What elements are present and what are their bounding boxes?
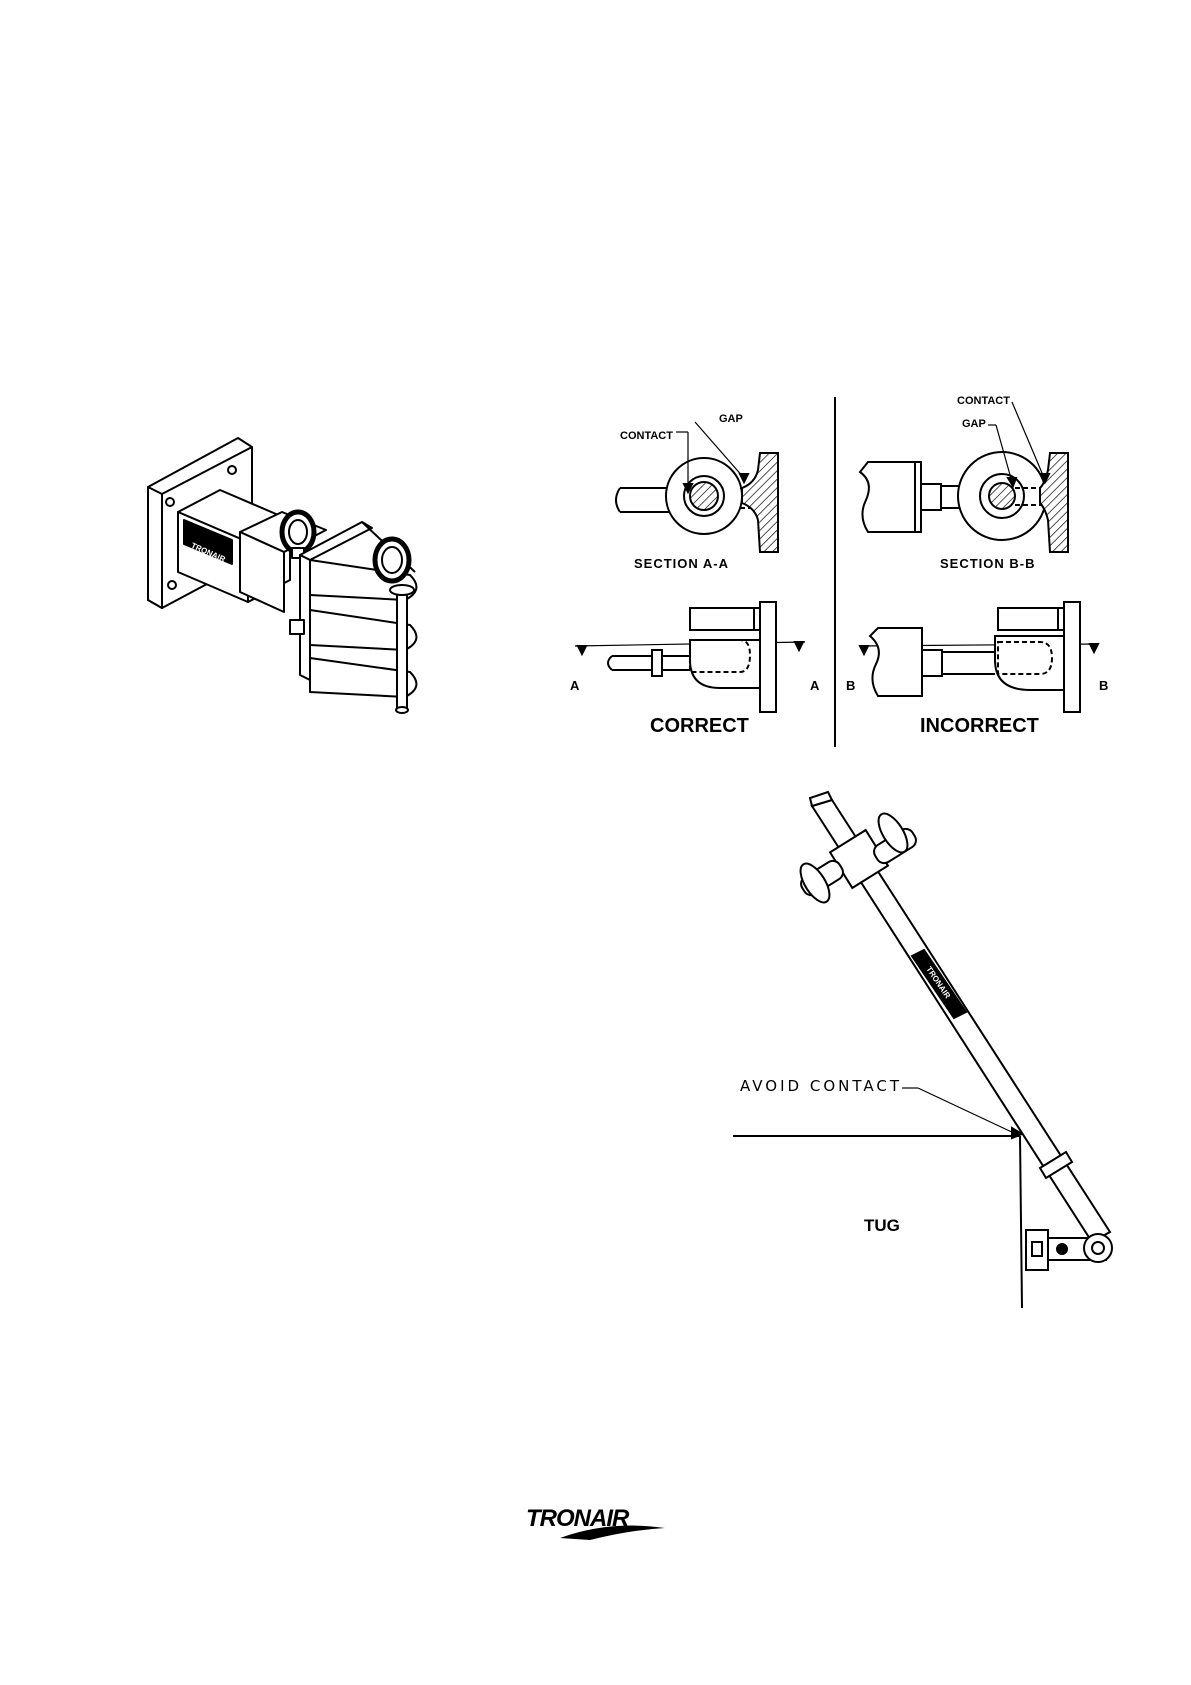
arrow-label-b-left: B — [846, 678, 856, 693]
correct-caption: CORRECT — [650, 715, 749, 738]
incorrect-gap-label: GAP — [962, 418, 986, 430]
avoid-contact-label: AVOID CONTACT — [740, 1077, 902, 1095]
hitch-section-b — [1040, 453, 1068, 552]
hitch-section-a — [742, 453, 778, 552]
tug-label: TUG — [864, 1216, 900, 1236]
correct-gap-label: GAP — [719, 413, 743, 425]
section-b-title: SECTION B-B — [940, 556, 1036, 571]
footer-brand-logo: TRONAIR — [526, 1505, 628, 1533]
incorrect-plan-drawing — [860, 602, 1098, 712]
clevis-pin — [397, 590, 407, 710]
tug-side-edge — [1020, 1136, 1022, 1308]
arrow-label-a-left: A — [570, 678, 580, 693]
isometric-adapter-drawing — [148, 438, 416, 713]
incorrect-caption: INCORRECT — [920, 715, 1039, 738]
tug-drawing — [733, 792, 1112, 1308]
correct-contact-label: CONTACT — [620, 430, 673, 442]
incorrect-contact-label: CONTACT — [957, 395, 1010, 407]
arrow-label-b-right: B — [1099, 678, 1109, 693]
arrow-label-a-right: A — [810, 678, 820, 693]
section-a-title: SECTION A-A — [634, 556, 729, 571]
correct-plan-drawing — [575, 602, 805, 712]
